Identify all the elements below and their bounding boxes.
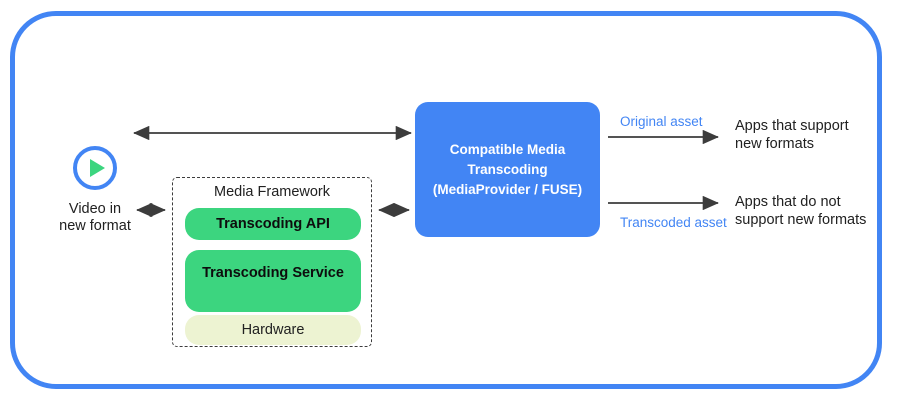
apps-no-support-new-formats-label: Apps that do not support new formats: [735, 194, 867, 228]
media-framework-group: Media Framework Transcoding API Transcod…: [172, 177, 372, 347]
transcoded-asset-label: Transcoded asset: [620, 215, 727, 230]
connector-process-to-apps-support: [608, 129, 719, 145]
video-source-label: Video in new format: [59, 201, 131, 234]
connector-framework-to-process: [378, 202, 410, 218]
play-circle-icon: [71, 144, 119, 192]
compatible-media-transcoding-box[interactable]: Compatible Media Transcoding (MediaProvi…: [415, 102, 600, 237]
apps-support-new-formats-label: Apps that support new formats: [735, 118, 849, 152]
video-source-group: Video in new format: [40, 144, 150, 235]
media-framework-title: Media Framework: [213, 184, 331, 200]
hardware-box[interactable]: Hardware: [185, 315, 361, 345]
original-asset-label: Original asset: [620, 114, 703, 129]
connector-source-to-framework: [136, 202, 166, 218]
transcoding-service-box[interactable]: Transcoding Service: [185, 250, 361, 312]
connector-process-to-apps-nosupport: [608, 195, 719, 211]
transcoding-api-box[interactable]: Transcoding API: [185, 208, 361, 240]
connector-source-to-process: [133, 125, 412, 141]
